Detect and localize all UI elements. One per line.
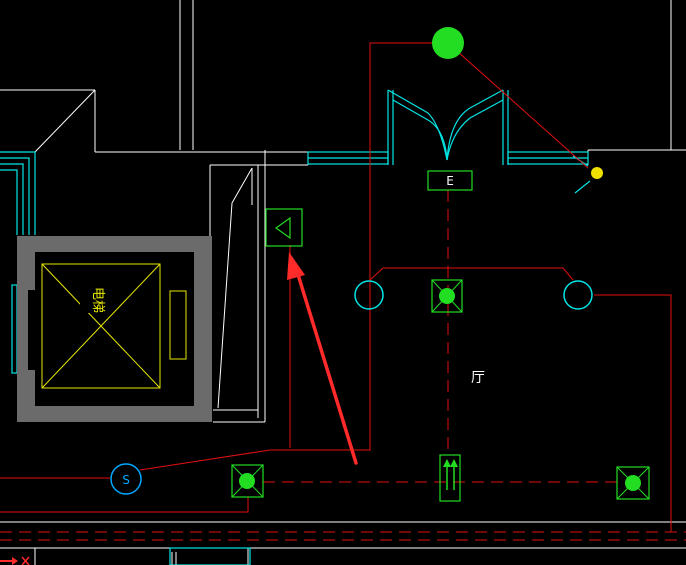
room-label: 厅 [471,370,485,386]
emergency-light-icon[interactable] [431,279,463,313]
emergency-light-icon[interactable] [231,464,264,498]
exit-sign-label: E [446,174,454,188]
junction-dot-icon[interactable] [591,167,603,179]
smoke-detector-label: S [122,473,130,487]
speaker-icon[interactable] [265,208,303,247]
evacuation-sign-icon[interactable] [439,454,461,502]
ceiling-light-icon[interactable] [432,27,464,59]
exit-sign[interactable]: E [427,170,473,191]
downlight-icon[interactable] [354,280,384,310]
window-lines [0,89,591,565]
downlight-icon[interactable] [563,280,593,310]
elevator-core [17,236,212,422]
elevator-label: 电梯 [90,287,105,313]
annotation-arrow [287,252,358,465]
smoke-detector-icon[interactable]: S [110,463,142,495]
emergency-light-icon[interactable] [616,466,650,500]
ucs-axis-icon [0,556,30,565]
